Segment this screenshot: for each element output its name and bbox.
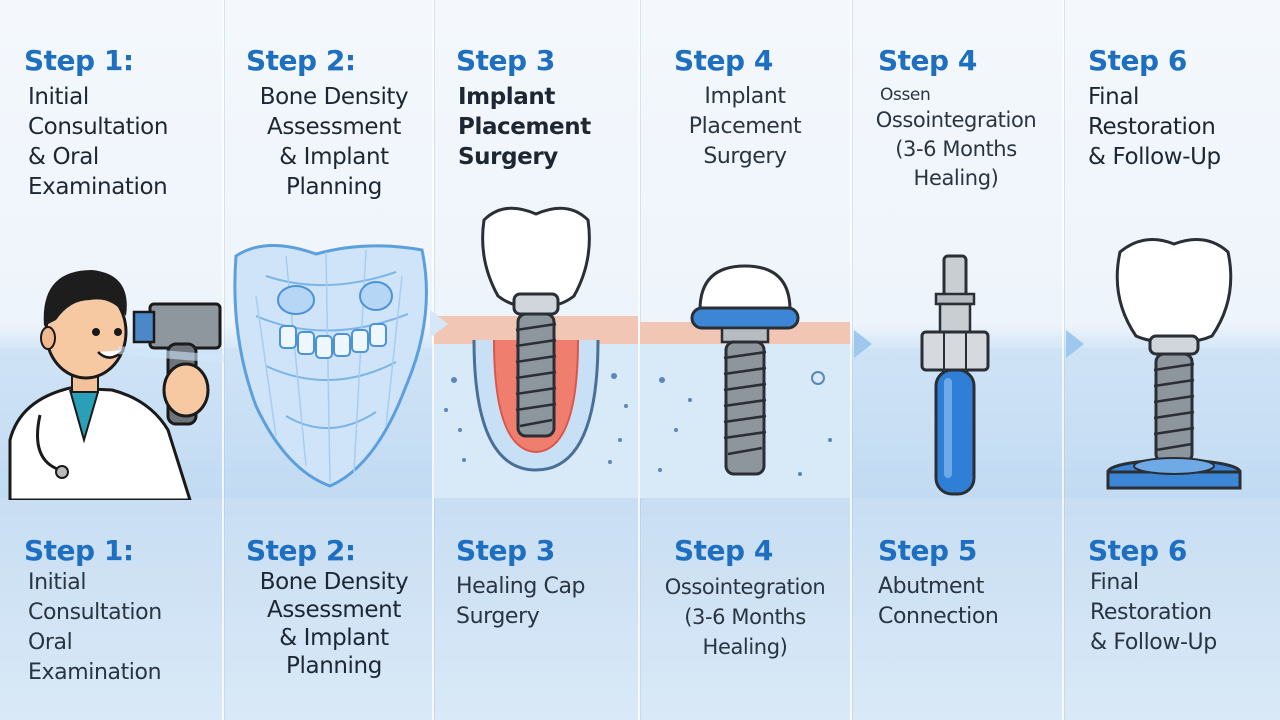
bottom-step-5-title: Step 5: [878, 534, 977, 567]
text-line: & Oral: [28, 144, 99, 170]
text-line: Consultation: [28, 114, 169, 140]
text-line: Restoration: [1090, 600, 1212, 625]
text-line: Surgery: [458, 144, 558, 170]
bottom-step-2-desc: Bone Density Assessment & Implant Planni…: [240, 568, 428, 680]
text-line: & Follow-Up: [1090, 630, 1217, 655]
bottom-step-4-title: Step 4: [674, 534, 773, 567]
step-panel-4: [638, 0, 852, 720]
step-panel-3: [432, 0, 640, 720]
text-line: Ossen: [880, 85, 931, 105]
dentist-with-scanner-icon: [8, 270, 224, 500]
top-step-2-desc: Bone Density Assessment & Implant Planni…: [240, 82, 428, 202]
arrow-icon: [430, 310, 448, 338]
bottom-step-2-title: Step 2:: [246, 534, 356, 567]
text-line: Placement: [688, 114, 802, 139]
text-line: Examination: [28, 660, 162, 685]
top-step-4-title: Step 4: [674, 44, 773, 77]
step-panel-5: [850, 0, 1064, 720]
text-line: (3-6 Months: [895, 137, 1017, 161]
text-line: & Implant: [279, 144, 389, 170]
text-line: & Follow-Up: [1088, 144, 1221, 170]
bottom-step-5-desc: Abutment Connection: [878, 572, 999, 632]
text-line: Restoration: [1088, 114, 1216, 140]
top-step-5-desc: Ossen Ossointegration (3-6 Months Healin…: [858, 84, 1054, 193]
top-step-1-title: Step 1:: [24, 44, 134, 77]
bottom-step-6-desc: Final Restoration & Follow-Up: [1090, 568, 1217, 658]
top-step-2-title: Step 2:: [246, 44, 356, 77]
top-step-6-title: Step 6: [1088, 44, 1187, 77]
text-line: Surgery: [456, 604, 540, 629]
healing-cap-implant-icon: [640, 264, 850, 498]
text-line: Oral: [28, 630, 73, 655]
text-line: Bone Density: [259, 569, 409, 595]
implant-in-gum-icon: [434, 206, 638, 498]
bottom-step-3-desc: Healing Cap Surgery: [456, 572, 585, 632]
top-step-4-desc: Implant Placement Surgery: [660, 82, 830, 172]
text-line: Ossointegration: [875, 108, 1037, 132]
text-line: Surgery: [703, 144, 787, 169]
text-line: Initial: [28, 84, 89, 110]
crown-on-implant-icon: [1106, 238, 1242, 490]
text-line: Healing): [702, 635, 788, 659]
text-line: (3-6 Months: [684, 605, 806, 629]
top-step-6-desc: Final Restoration & Follow-Up: [1088, 82, 1221, 172]
bottom-step-1-title: Step 1:: [24, 534, 134, 567]
text-line: Planning: [286, 653, 382, 679]
top-step-3-title: Step 3: [456, 44, 555, 77]
text-line: Healing): [913, 166, 999, 190]
text-line: Healing Cap: [456, 574, 586, 599]
text-line: Consultation: [28, 600, 162, 625]
text-line: Assessment: [267, 597, 401, 623]
top-step-5-title: Step 4: [878, 44, 977, 77]
text-line: Final: [1090, 570, 1139, 595]
arrow-icon: [854, 330, 872, 358]
text-line: Final: [1088, 84, 1140, 110]
text-line: Implant: [458, 84, 555, 110]
text-line: Initial: [28, 570, 87, 595]
text-line: Examination: [28, 174, 168, 200]
text-line: Planning: [286, 174, 382, 200]
text-line: Connection: [878, 604, 999, 629]
text-line: Assessment: [267, 114, 401, 140]
text-line: & Implant: [279, 625, 389, 651]
abutment-icon: [920, 254, 990, 496]
arrow-icon: [1066, 330, 1084, 358]
text-line: Bone Density: [259, 84, 409, 110]
text-line: Abutment: [878, 574, 984, 599]
text-line: Implant: [704, 84, 786, 109]
top-step-3-desc: Implant Placement Surgery: [458, 82, 591, 172]
step-panel-2: [222, 0, 434, 720]
bottom-step-6-title: Step 6: [1088, 534, 1187, 567]
top-step-1-desc: Initial Consultation & Oral Examination: [28, 82, 168, 202]
bottom-step-1-desc: Initial Consultation Oral Examination: [28, 568, 162, 688]
bottom-step-3-title: Step 3: [456, 534, 555, 567]
text-line: Placement: [458, 114, 591, 140]
text-line: Ossointegration: [664, 575, 826, 599]
jaw-bone-scan-icon: [233, 244, 428, 488]
bottom-step-4-desc: Ossointegration (3-6 Months Healing): [644, 572, 846, 662]
